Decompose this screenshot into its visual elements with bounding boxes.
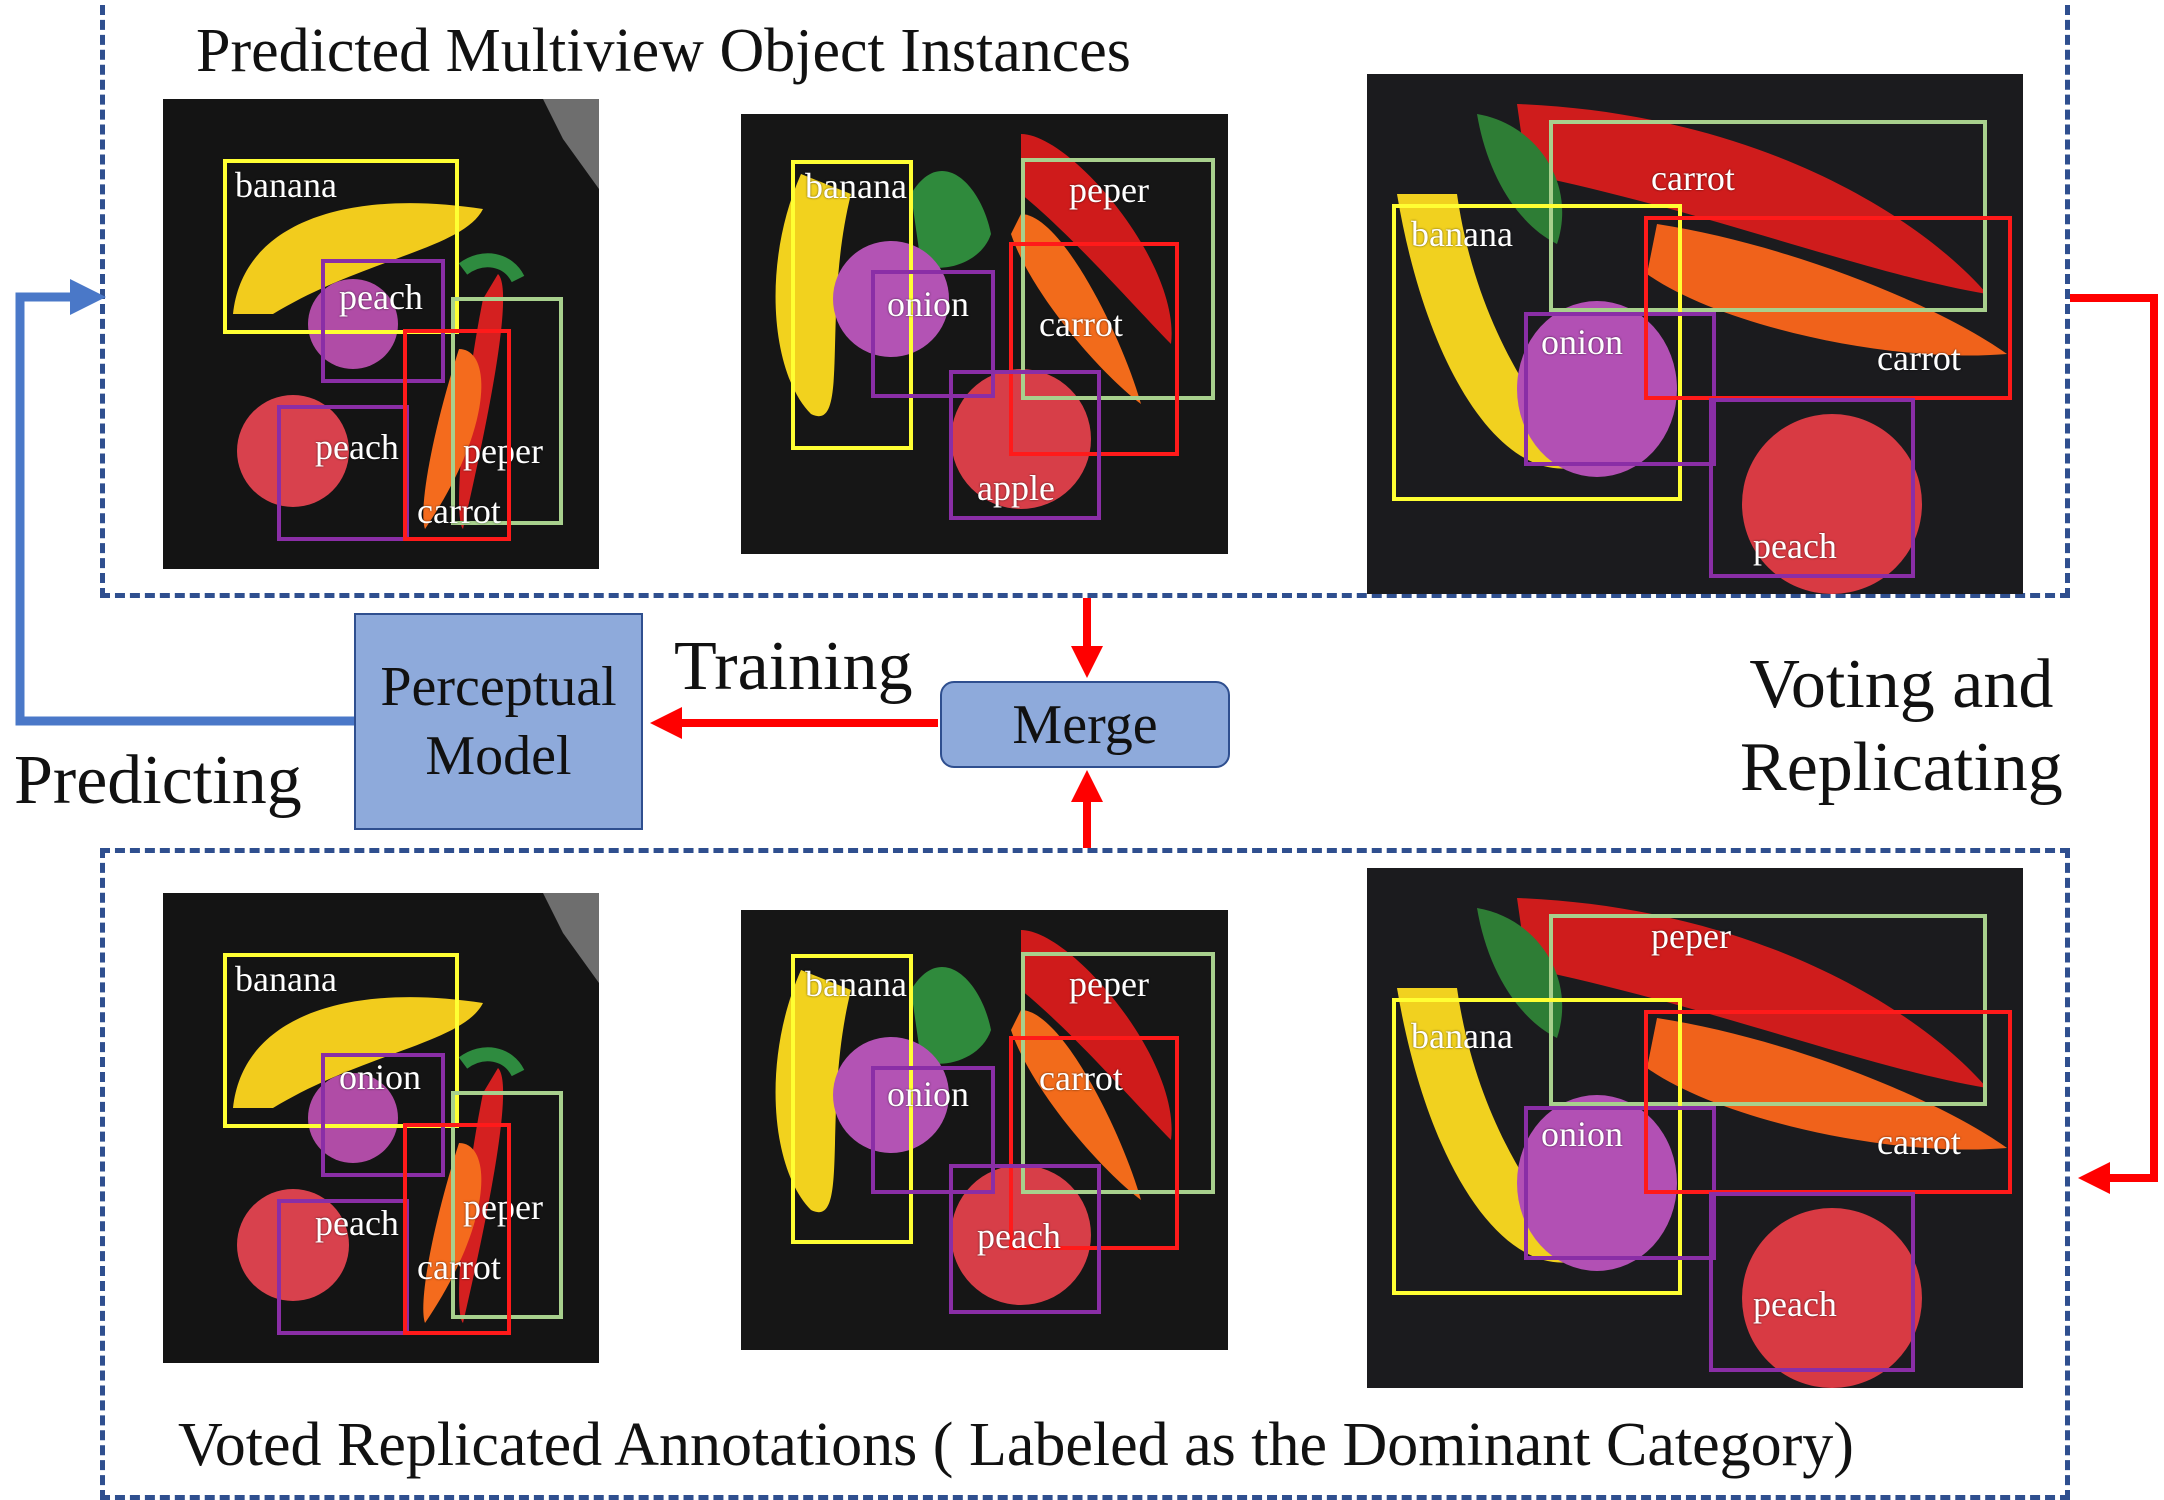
bbox-banana bbox=[223, 953, 459, 1128]
bbox-label: banana bbox=[805, 166, 907, 206]
bbox-peach bbox=[949, 1164, 1101, 1314]
voting-arrow bbox=[2070, 294, 2158, 1194]
training-label: Training bbox=[674, 628, 913, 705]
bbox-carrot bbox=[403, 1123, 511, 1335]
bbox-label: banana bbox=[1411, 1016, 1513, 1056]
bbox-label: apple bbox=[977, 468, 1055, 508]
bbox-label: onion bbox=[1541, 322, 1624, 362]
bbox-label: onion bbox=[1541, 1114, 1624, 1154]
bbox-banana bbox=[1392, 204, 1682, 501]
voting-replicating-label: Voting and Replicating bbox=[1740, 646, 2063, 806]
bbox-label: peach bbox=[315, 427, 399, 467]
bbox-peach bbox=[277, 1199, 409, 1335]
bbox-carrot bbox=[403, 329, 511, 541]
predicted-view-1-photo: banana peach peach peper carrot bbox=[163, 99, 599, 569]
voted-view-2-photo: banana peper onion carrot peach bbox=[741, 910, 1228, 1350]
bbox-label: carrot bbox=[1039, 1058, 1123, 1098]
bbox-peach bbox=[1709, 1192, 1915, 1372]
bbox-label: carrot bbox=[417, 491, 501, 531]
predicted-view-2-photo: banana peper onion carrot apple bbox=[741, 114, 1228, 554]
bbox-onion bbox=[321, 1053, 445, 1177]
bbox-label: banana bbox=[235, 959, 337, 999]
merge-label: Merge bbox=[1012, 693, 1158, 756]
bbox-banana bbox=[791, 160, 913, 450]
bbox-label: peach bbox=[339, 277, 423, 317]
bbox-banana bbox=[791, 954, 913, 1244]
bbox-label: peper bbox=[1069, 170, 1149, 210]
bbox-onion bbox=[1524, 1106, 1716, 1260]
bbox-peach bbox=[1709, 398, 1915, 578]
bbox-apple bbox=[949, 370, 1101, 520]
bbox-peper bbox=[1021, 158, 1215, 400]
bbox-label: carrot bbox=[1877, 1122, 1961, 1162]
bbox-label: peach bbox=[1753, 1284, 1837, 1324]
bbox-onion bbox=[871, 1066, 995, 1194]
bbox-carrot bbox=[1009, 242, 1179, 456]
bbox-label: carrot bbox=[1877, 338, 1961, 378]
bbox-banana bbox=[1392, 998, 1682, 1295]
bbox-label: onion bbox=[887, 1074, 970, 1114]
predicted-view-3-photo: carrot banana onion carrot peach bbox=[1367, 74, 2023, 594]
fruit-scene-4 bbox=[163, 893, 599, 1363]
bbox-peach-2 bbox=[277, 405, 409, 541]
bbox-label: peach bbox=[1753, 526, 1837, 566]
merge-node: Merge bbox=[940, 681, 1230, 768]
bbox-label: banana bbox=[235, 165, 337, 205]
bbox-label: carrot bbox=[1651, 158, 1735, 198]
bbox-onion bbox=[1524, 312, 1716, 466]
bbox-peper bbox=[1021, 952, 1215, 1194]
bbox-label: banana bbox=[1411, 214, 1513, 254]
bbox-label: carrot bbox=[417, 1247, 501, 1287]
perceptual-model-label: Perceptual Model bbox=[380, 656, 617, 787]
bbox-onion bbox=[871, 270, 995, 398]
bbox-label: peach bbox=[977, 1216, 1061, 1256]
predicting-label: Predicting bbox=[14, 742, 302, 819]
bbox-label: onion bbox=[339, 1057, 422, 1097]
bbox-label: peper bbox=[1651, 916, 1731, 956]
perceptual-model-node: Perceptual Model bbox=[354, 613, 643, 830]
top-panel-title: Predicted Multiview Object Instances bbox=[196, 17, 1131, 85]
bbox-label: peach bbox=[315, 1203, 399, 1243]
fruit-scene-5 bbox=[741, 910, 1228, 1350]
bottom-panel-title: Voted Replicated Annotations ( Labeled a… bbox=[178, 1411, 1854, 1479]
bbox-label: banana bbox=[805, 964, 907, 1004]
bbox-label: peper bbox=[463, 431, 543, 471]
bbox-label: onion bbox=[887, 284, 970, 324]
bbox-label: carrot bbox=[1039, 304, 1123, 344]
bbox-label: peper bbox=[463, 1187, 543, 1227]
voted-view-3-photo: peper banana onion carrot peach bbox=[1367, 868, 2023, 1388]
voted-view-1-photo: banana onion peach peper carrot bbox=[163, 893, 599, 1363]
bbox-label: peper bbox=[1069, 964, 1149, 1004]
bbox-carrot bbox=[1644, 1010, 2012, 1194]
bbox-carrot bbox=[1009, 1036, 1179, 1250]
